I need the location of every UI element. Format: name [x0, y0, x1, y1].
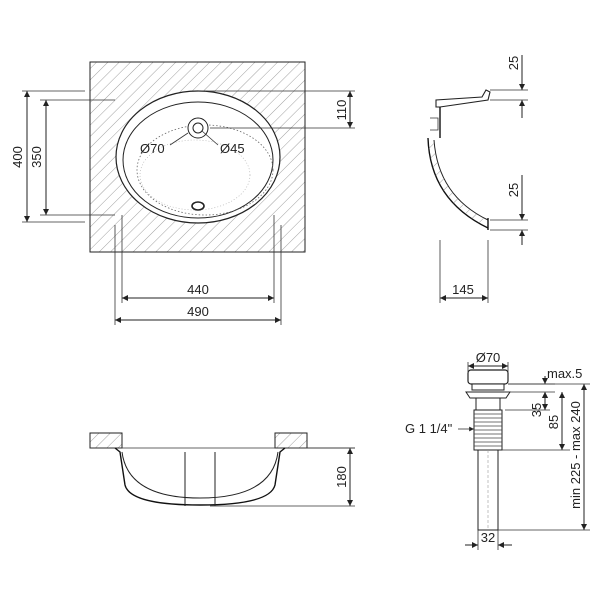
basin-inner-shadow: [139, 139, 251, 211]
dim-front-depth: 180: [334, 466, 349, 488]
side-bowl-inner: [433, 139, 489, 221]
dim-tap-offset: 110: [334, 100, 349, 121]
dim-flange-height: 35: [529, 403, 544, 417]
dim-body-height: 85: [546, 415, 561, 429]
front-view: 180: [89, 432, 355, 507]
front-bowl: [114, 447, 286, 506]
drain-flange: [465, 391, 511, 399]
dim-lower-rim: 25: [506, 183, 521, 197]
side-view: 25 25 145: [427, 55, 528, 303]
label-tap-hole-diameter: Ø45: [220, 141, 245, 156]
dim-cap-diameter: Ø70: [476, 350, 501, 365]
side-bowl-outer: [427, 137, 489, 229]
side-top-rim: [435, 89, 491, 108]
drain-hole: [191, 201, 205, 211]
dim-bowl-height: 350: [29, 146, 44, 168]
dim-total-width: 490: [187, 304, 209, 319]
dim-bowl-width: 440: [187, 282, 209, 297]
basin-inner-rim: [122, 101, 274, 219]
label-thread: G 1 1/4": [405, 421, 453, 436]
label-overflow-diameter: Ø70: [140, 141, 165, 156]
dim-total-height: 400: [10, 146, 25, 168]
dim-max-gap: max.5: [547, 366, 582, 381]
drain-cap: [467, 369, 509, 385]
tap-hole-inner: [192, 122, 204, 134]
dim-side-depth: 145: [452, 282, 474, 297]
dim-pipe-diameter: 32: [481, 530, 495, 545]
drain-view: Ø70 max.5 35 85 min 225 - max 240 G 1 1/…: [405, 350, 590, 550]
top-view: 400 350 110 Ø70 Ø45 440 490: [10, 61, 355, 325]
dim-top-rim: 25: [506, 56, 521, 70]
dim-adjustable-length: min 225 - max 240: [568, 401, 583, 509]
basin-bowl-line: [136, 124, 274, 216]
